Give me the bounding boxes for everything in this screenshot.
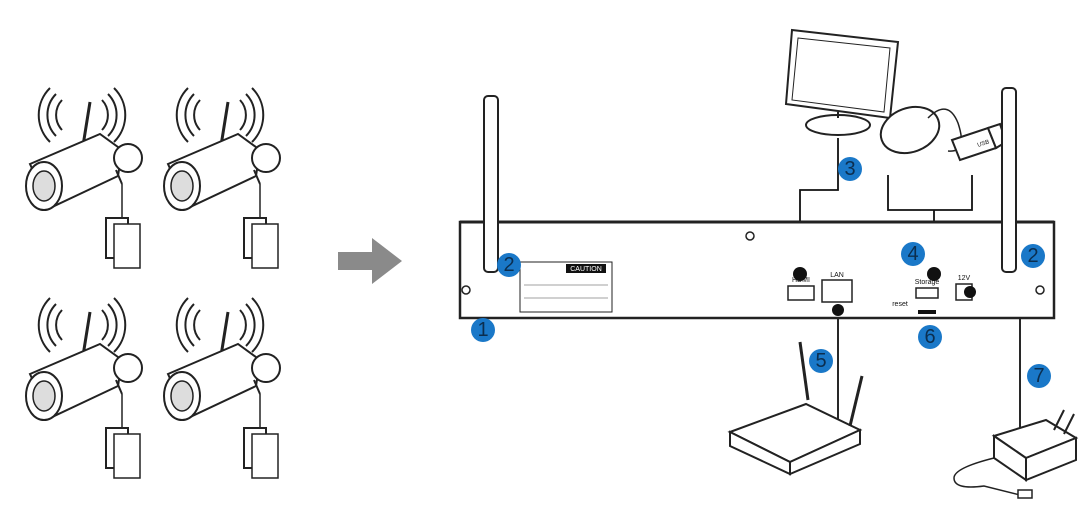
badge-4: 4	[901, 242, 925, 266]
antenna-left	[483, 95, 499, 273]
usb-label: USB	[977, 139, 991, 149]
wifi-camera-icon	[24, 296, 144, 480]
svg-text:3: 3	[844, 158, 855, 180]
arrow-right-icon	[338, 238, 402, 284]
svg-text:4: 4	[907, 243, 918, 265]
badge-2-right: 2	[1021, 244, 1045, 268]
badge-5: 5	[809, 349, 833, 373]
dc-label: 12V	[958, 275, 971, 282]
cable-plugs	[793, 267, 976, 316]
antenna-right	[1001, 87, 1017, 273]
wifi-camera-icon	[162, 296, 282, 480]
wifi-camera-icon	[24, 86, 144, 270]
svg-text:6: 6	[924, 326, 935, 348]
storage-label: Storage	[915, 279, 940, 286]
lan-label: LAN	[830, 272, 844, 279]
nvr-back-panel: CAUTION HDMI LAN Storage reset 12V	[458, 220, 1056, 320]
svg-text:7: 7	[1033, 365, 1044, 387]
svg-text:1: 1	[477, 319, 488, 341]
badge-3: 3	[838, 157, 862, 181]
svg-text:5: 5	[815, 350, 826, 372]
wifi-camera-icon	[162, 86, 282, 270]
svg-text:2: 2	[1027, 245, 1038, 267]
mouse-icon	[879, 105, 963, 155]
router-icon	[727, 341, 864, 476]
svg-text:2: 2	[503, 254, 514, 276]
monitor-icon	[784, 28, 900, 136]
caution-label: CAUTION	[570, 266, 602, 273]
badge-1: 1	[471, 318, 495, 342]
badge-6: 6	[918, 325, 942, 349]
reset-label: reset	[892, 301, 908, 308]
badge-2-left: 2	[497, 253, 521, 277]
badge-7: 7	[1027, 364, 1051, 388]
power-adapter-icon	[953, 409, 1079, 499]
